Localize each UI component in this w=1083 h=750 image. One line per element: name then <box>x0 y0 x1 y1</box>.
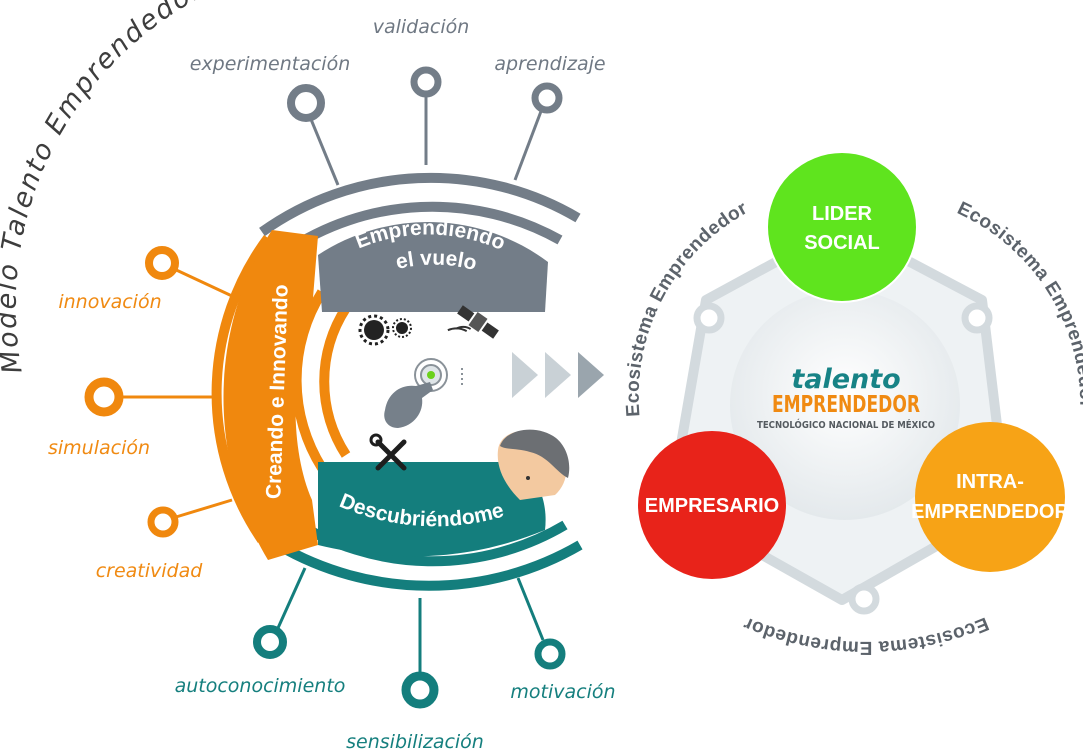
sun-icon <box>358 314 412 346</box>
discovering-band <box>318 462 546 557</box>
label-simulacion: simulación <box>48 437 150 459</box>
transition-arrows-icon <box>512 352 604 398</box>
label-creatividad: creatividad <box>96 560 204 582</box>
label-aprendizaje: aprendizaje <box>494 53 605 75</box>
label-experimentacion: experimentación <box>190 53 351 75</box>
role-empresario-label: EMPRESARIO <box>645 495 779 517</box>
label-autoconocimiento: autoconocimiento <box>175 675 346 697</box>
stage-model: Emprendiendo el vuelo Creando e Innovand… <box>48 16 616 750</box>
eco-label-bottom: Ecosistema Emprendedor <box>740 612 991 657</box>
logo-emprendedor: EMPRENDEDOR <box>772 392 920 418</box>
person-avatar-icon <box>497 429 570 500</box>
flight-outer-arcs <box>259 172 581 257</box>
logo-talento: talento <box>791 364 900 395</box>
tools-icon <box>369 433 407 471</box>
role-lider-social-line2: SOCIAL <box>804 232 880 254</box>
flight-node-aprendizaje <box>513 82 563 181</box>
role-intraemprendedor-line2: EMPRENDEDOR <box>911 501 1069 523</box>
satellite-icon <box>447 305 499 339</box>
discovering-node-sensibilizacion <box>401 598 439 709</box>
creating-band <box>223 230 318 560</box>
creating-node-innovacion <box>145 246 233 298</box>
eco-node-right <box>961 302 993 334</box>
label-motivacion: motivación <box>510 681 615 703</box>
creating-node-simulacion <box>84 377 212 417</box>
ecosystem-center <box>730 290 960 520</box>
model-title: Modelo Talento Emprendedor <box>0 0 209 376</box>
logo-tecnologico: TECNOLÓGICO NACIONAL DE MÉXICO <box>757 418 935 431</box>
discovering-node-autoconocimiento <box>253 567 307 659</box>
role-intraemprendedor-line1: INTRA- <box>956 471 1024 493</box>
touch-hand-icon <box>384 358 463 428</box>
discovering-node-motivacion <box>516 577 566 670</box>
role-lider-social-line1: LIDER <box>812 203 873 225</box>
eco-node-bottom <box>848 583 880 615</box>
creating-node-creatividad <box>147 498 233 538</box>
flight-node-experimentacion <box>287 84 340 186</box>
label-sensibilizacion: sensibilización <box>346 731 484 750</box>
role-empresario: EMPRESARIO <box>638 431 786 579</box>
flight-band <box>318 222 548 312</box>
ecosystem-diagram: talento EMPRENDEDOR TECNOLÓGICO NACIONAL… <box>623 151 1083 658</box>
flight-node-validacion <box>410 66 442 165</box>
role-intraemprendedor: INTRA- EMPRENDEDOR <box>911 422 1069 572</box>
eco-node-left <box>693 302 725 334</box>
label-validacion: validación <box>373 16 470 38</box>
role-lider-social: LIDER SOCIAL <box>766 151 918 303</box>
label-innovacion: innovación <box>58 291 161 313</box>
